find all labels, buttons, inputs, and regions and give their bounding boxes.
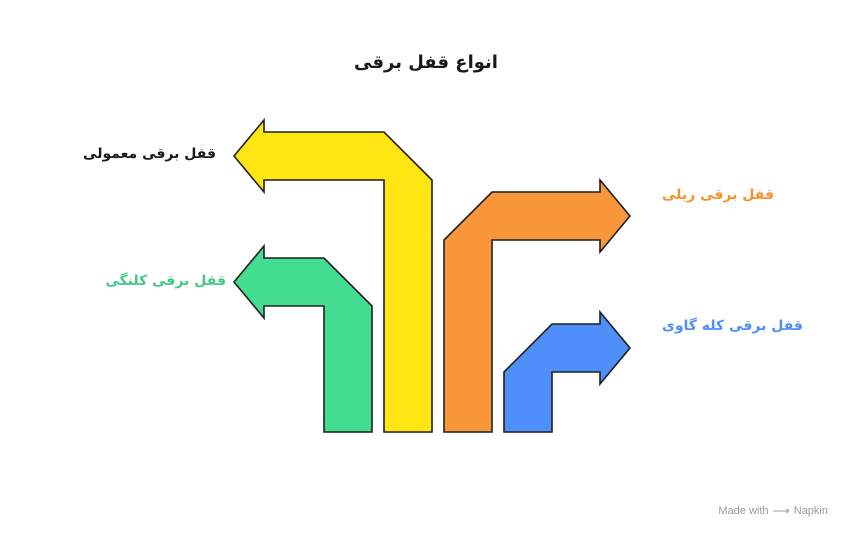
footer-watermark: Made with ⟶ Napkin [718,504,828,518]
label-standard-lock: قفل برقی معمولی [83,146,216,162]
arrow-blue [503,309,632,433]
napkin-logo-icon: ⟶ [772,504,790,518]
label-rail-lock: قفل برقی ریلی [662,187,774,203]
footer-made-with: Made with [718,505,769,517]
diagram-title: انواع قفل برقی [354,52,498,73]
footer-brand: Napkin [793,505,828,517]
arrow-green [232,243,373,433]
label-pickaxe-lock: قفل برقی کلنگی [105,273,226,289]
arrow-orange [443,177,632,433]
label-bullhead-lock: قفل برقی کله گاوی [662,318,803,334]
arrow-yellow [232,117,433,433]
